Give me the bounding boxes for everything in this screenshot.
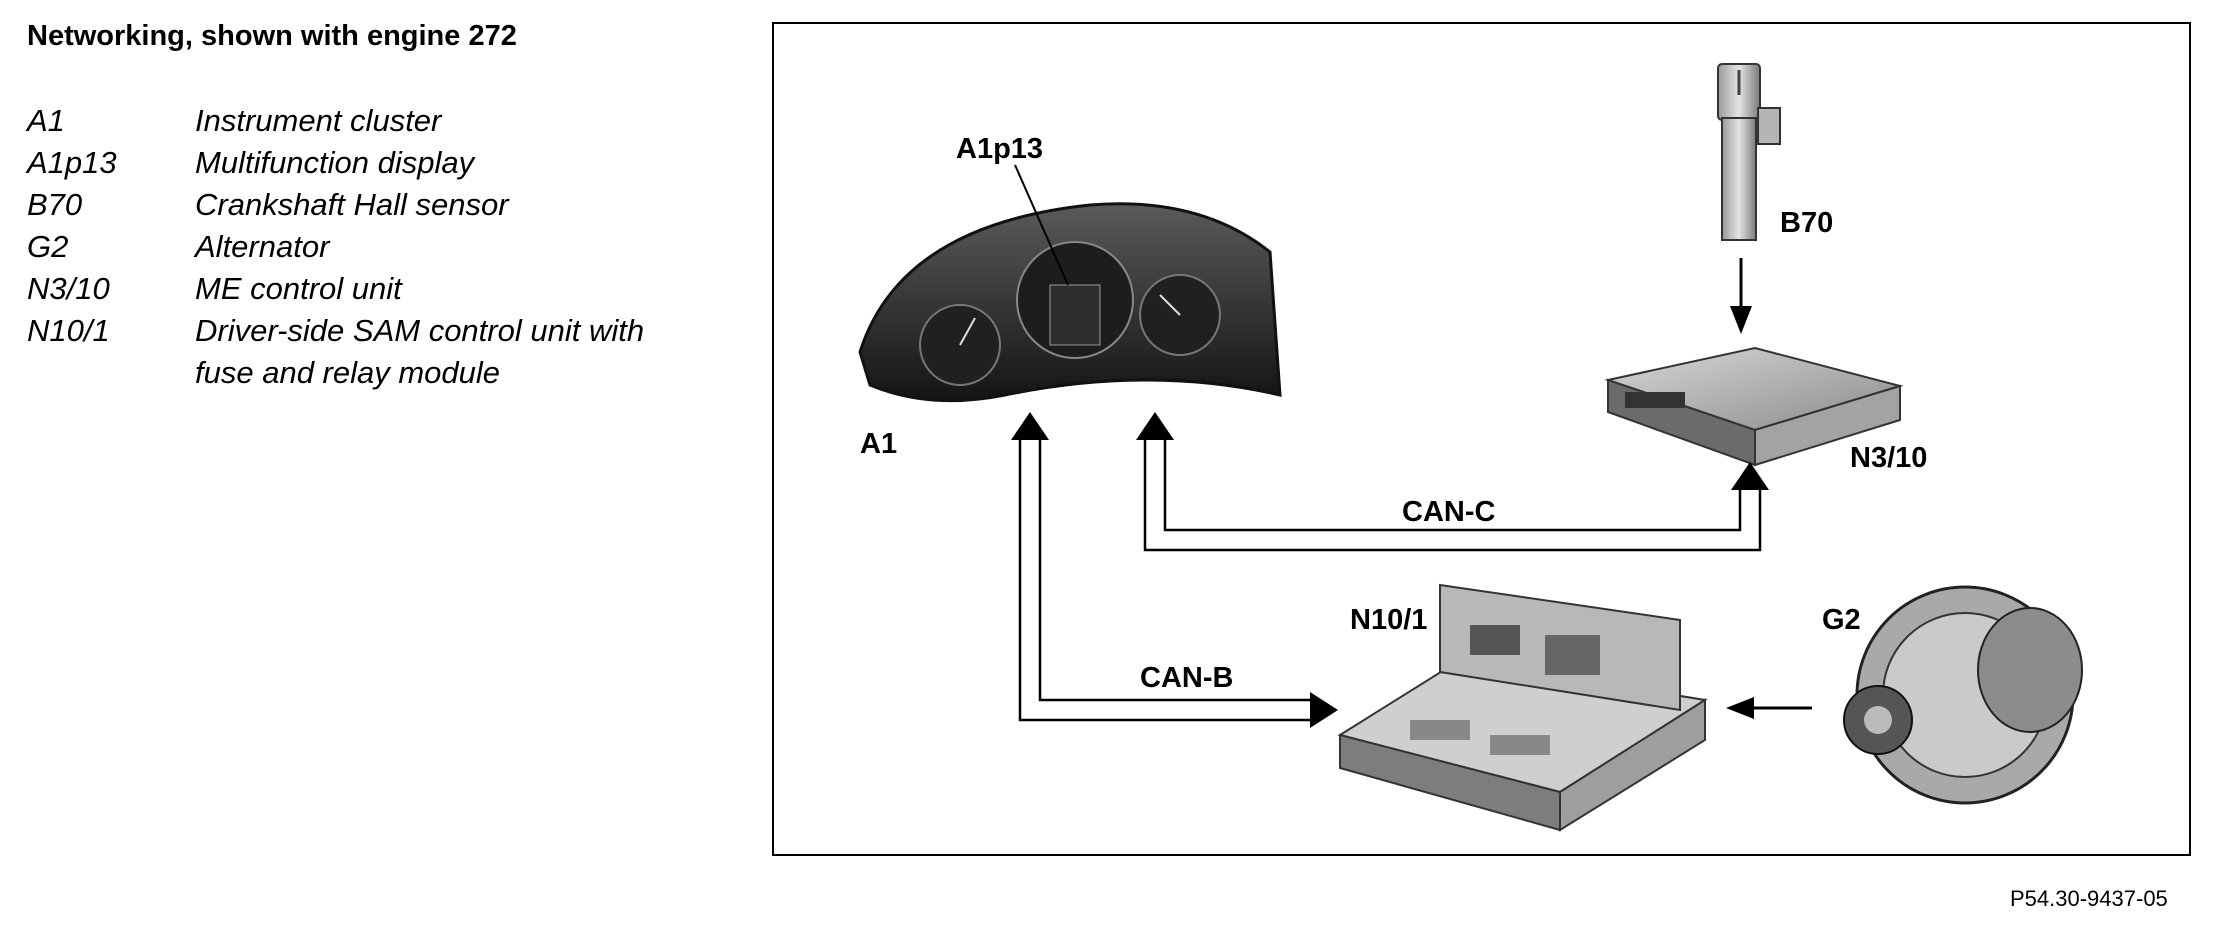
label-b70: B70 [1780,207,1834,239]
legend-desc: Instrument cluster [195,103,442,138]
a1p13-leader-line [1014,164,1069,286]
can-b-bus [1018,440,1310,722]
label-g2: G2 [1822,604,1861,636]
label-n101: N10/1 [1350,604,1428,636]
legend-code: B70 [27,187,83,222]
me-control-unit-image [1604,346,1904,467]
sam-control-unit-image [1337,583,1708,832]
alternator-image [1843,585,2083,805]
legend-desc: Driver-side SAM control unit with [195,313,645,348]
can-c-bus [1143,440,1762,552]
legend-code: G2 [27,229,69,264]
legend-desc-continued: fuse and relay module [195,355,501,390]
label-can-c: CAN-C [1402,496,1496,528]
label-n310: N3/10 [1850,442,1928,474]
can-c-arrowhead-n310 [1731,462,1769,490]
reference-code: P54.30-9437-05 [2010,886,2168,911]
legend-desc: Crankshaft Hall sensor [195,187,509,222]
legend-code: N3/10 [27,271,110,306]
legend-code: A1p13 [27,145,117,180]
diagram-frame [772,22,2191,856]
g2-signal-arrowhead [1726,697,1754,719]
legend-code: N10/1 [27,313,110,348]
crankshaft-sensor-image [1717,63,1781,241]
diagram-title: Networking, shown with engine 272 [27,20,517,52]
legend-desc: ME control unit [195,271,402,306]
can-b-arrowhead-a1 [1011,412,1049,440]
instrument-cluster-image [858,202,1282,403]
legend-code: A1 [27,103,65,138]
legend-desc: Multifunction display [195,145,475,180]
can-b-arrowhead-n101 [1310,692,1338,728]
label-can-b: CAN-B [1140,662,1234,694]
label-a1p13: A1p13 [956,133,1044,165]
can-c-arrowhead-a1 [1136,412,1174,440]
b70-signal-arrowhead [1730,306,1752,334]
label-a1: A1 [860,428,898,460]
legend-desc: Alternator [195,229,330,264]
